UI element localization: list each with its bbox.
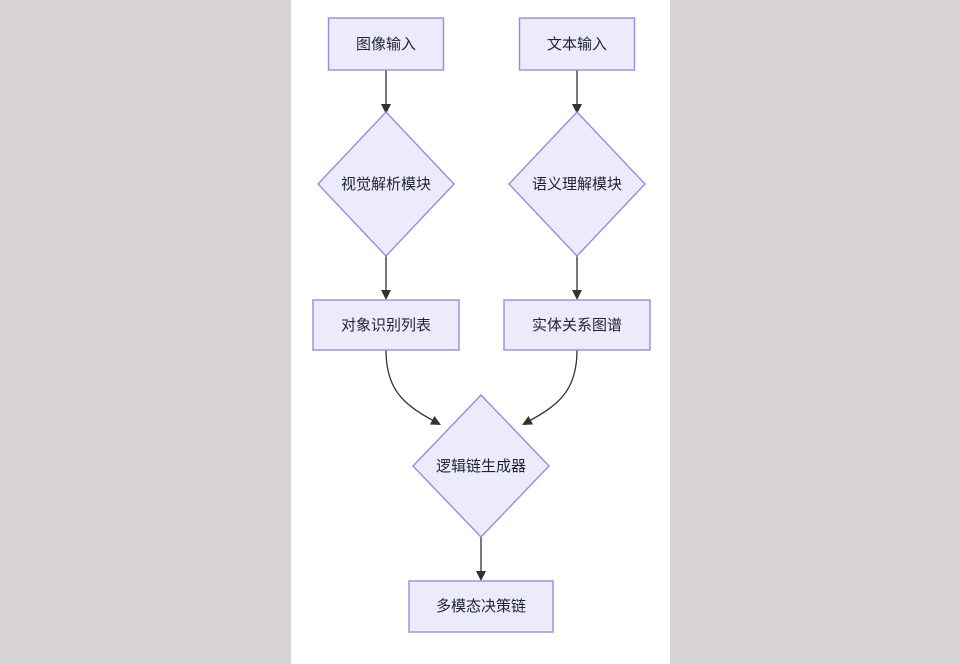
edge-semantic-parser-to-entity-graph [572, 256, 582, 300]
edge-visual-parser-to-object-list [381, 256, 391, 300]
node-semantic-parser[interactable]: 语义理解模块 [508, 110, 646, 258]
node-object-list[interactable]: 对象识别列表 [312, 299, 460, 351]
node-label-text-input: 文本输入 [547, 36, 607, 53]
node-label-visual-parser: 视觉解析模块 [341, 176, 431, 193]
node-label-entity-graph: 实体关系图谱 [532, 317, 622, 334]
edge-entity-graph-to-logic-generator [522, 349, 578, 425]
edge-object-list-to-logic-generator [385, 349, 441, 425]
node-label-semantic-parser: 语义理解模块 [532, 176, 622, 193]
node-label-logic-generator: 逻辑链生成器 [436, 458, 526, 475]
edge-layer [381, 70, 582, 581]
edge-logic-generator-to-decision-chain [476, 537, 486, 581]
node-logic-generator[interactable]: 逻辑链生成器 [412, 393, 550, 539]
node-entity-graph[interactable]: 实体关系图谱 [503, 299, 651, 351]
node-image-input[interactable]: 图像输入 [327, 17, 445, 71]
node-label-object-list: 对象识别列表 [341, 317, 431, 334]
edge-image-input-to-visual-parser [381, 70, 391, 114]
edge-text-input-to-semantic-parser [572, 70, 582, 114]
node-text-input[interactable]: 文本输入 [518, 17, 636, 71]
node-visual-parser[interactable]: 视觉解析模块 [317, 110, 455, 258]
node-label-decision-chain: 多模态决策链 [436, 598, 526, 615]
node-layer: 图像输入 文本输入 视觉解析模块 语义理解模块 对象识别列表 实体关系图谱 [312, 17, 651, 633]
node-label-image-input: 图像输入 [356, 36, 416, 53]
node-decision-chain[interactable]: 多模态决策链 [408, 580, 554, 633]
